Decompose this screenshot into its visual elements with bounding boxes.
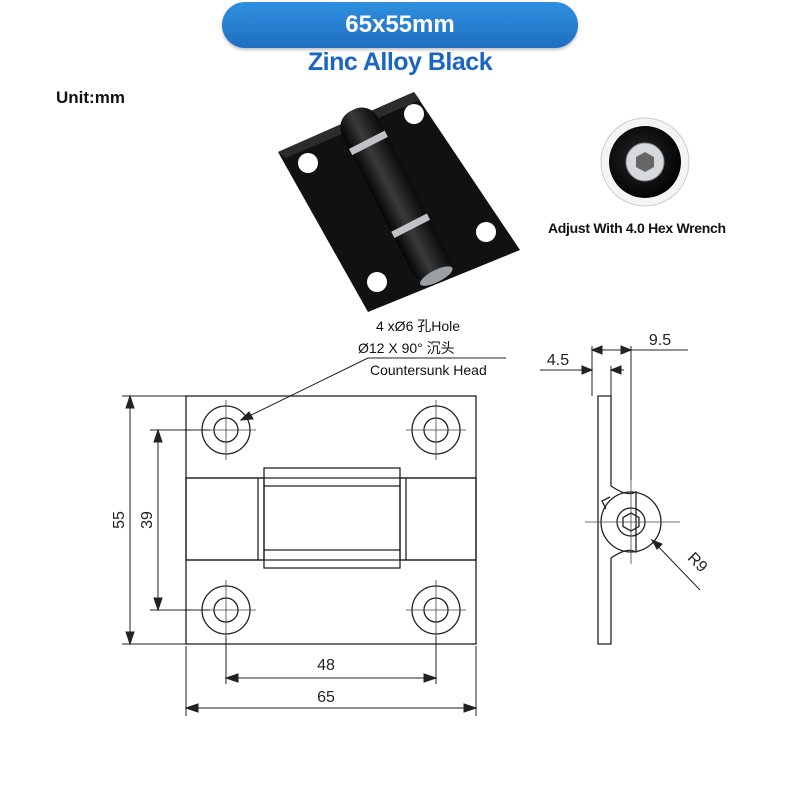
callout-countersink-line: Ø12 X 90° 沉头 bbox=[358, 340, 455, 356]
hex-wrench-caption: Adjust With 4.0 Hex Wrench bbox=[548, 220, 726, 236]
hinge-product-photo bbox=[278, 92, 520, 312]
size-title: 65x55mm bbox=[345, 11, 455, 38]
side-view bbox=[597, 395, 662, 645]
front-view bbox=[185, 395, 477, 645]
material-subtitle: Zinc Alloy Black bbox=[307, 48, 493, 76]
unit-label: Unit:mm bbox=[56, 88, 125, 107]
dim-width-inner: 48 bbox=[317, 657, 335, 674]
side-dimension-lines bbox=[540, 345, 701, 591]
size-title-banner: 65x55mm bbox=[222, 2, 578, 48]
dim-radius: R9 bbox=[684, 550, 711, 577]
dim-width-outer: 65 bbox=[317, 689, 335, 706]
dim-height-outer: 55 bbox=[111, 511, 128, 529]
callout-hole-line: 4 xØ6 孔Hole bbox=[376, 318, 460, 334]
callout-countersunk-head: Countersunk Head bbox=[370, 362, 487, 378]
dim-side-thickness: 4.5 bbox=[547, 352, 569, 369]
hex-socket-photo bbox=[600, 117, 690, 207]
dim-height-inner: 39 bbox=[139, 511, 156, 529]
dimension-lines bbox=[122, 357, 506, 716]
dim-side-offset: 9.5 bbox=[649, 332, 671, 349]
side-view-centerlines bbox=[585, 480, 680, 564]
